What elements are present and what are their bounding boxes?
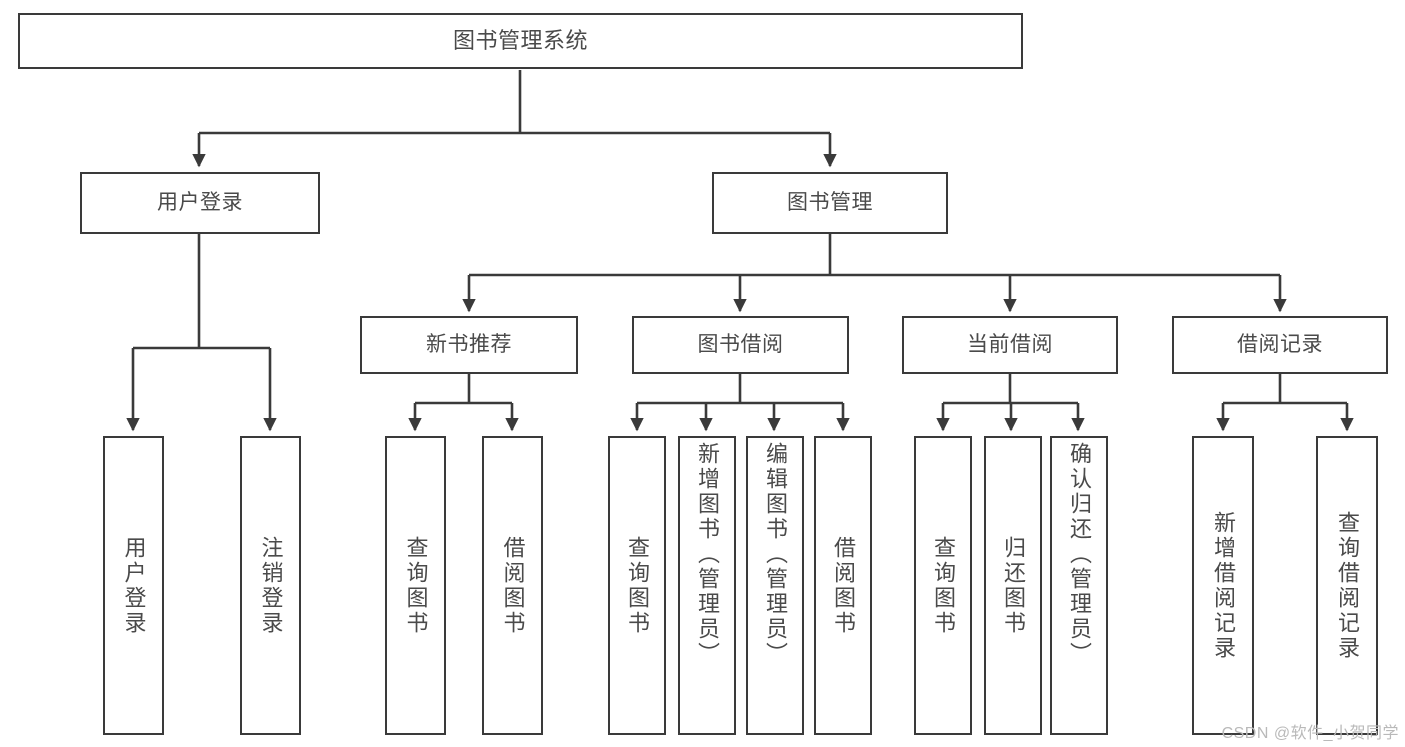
watermark: CSDN @软件_小贺同学	[1221, 725, 1399, 742]
node-leaf-borrow-book-1[interactable]: 借阅图书	[482, 436, 543, 735]
node-leaf-user-login-label: 用户登录	[121, 535, 147, 636]
node-leaf-query-book-1[interactable]: 查询图书	[385, 436, 446, 735]
node-current-borrow-label: 当前借阅	[967, 332, 1053, 356]
node-leaf-return-book[interactable]: 归还图书	[984, 436, 1042, 735]
node-new-book-rec[interactable]: 新书推荐	[360, 316, 578, 374]
node-leaf-query-book-3-label: 查询图书	[931, 535, 956, 636]
node-leaf-edit-book-admin-label: 编辑图书（管理员）	[763, 442, 788, 667]
node-new-book-rec-label: 新书推荐	[426, 332, 512, 356]
node-leaf-query-borrow-record-label: 查询借阅记录	[1335, 510, 1360, 661]
node-root-label: 图书管理系统	[452, 28, 588, 54]
node-leaf-query-borrow-record[interactable]: 查询借阅记录	[1316, 436, 1378, 735]
node-leaf-return-book-label: 归还图书	[1001, 535, 1026, 636]
node-leaf-confirm-return-admin-label: 确认归还（管理员）	[1067, 442, 1092, 667]
node-leaf-edit-book-admin[interactable]: 编辑图书（管理员）	[746, 436, 804, 735]
node-borrow-record-label: 借阅记录	[1237, 332, 1323, 356]
node-leaf-logout-login[interactable]: 注销登录	[240, 436, 301, 735]
node-book-manage-label: 图书管理	[787, 190, 873, 214]
node-leaf-add-book-admin-label: 新增图书（管理员）	[695, 442, 720, 667]
node-leaf-borrow-book-1-label: 借阅图书	[500, 535, 526, 636]
node-leaf-add-borrow-record[interactable]: 新增借阅记录	[1192, 436, 1254, 735]
node-leaf-query-book-1-label: 查询图书	[403, 535, 429, 636]
node-book-borrow[interactable]: 图书借阅	[632, 316, 849, 374]
node-leaf-user-login[interactable]: 用户登录	[103, 436, 164, 735]
node-leaf-query-book-2-label: 查询图书	[625, 535, 650, 636]
node-borrow-record[interactable]: 借阅记录	[1172, 316, 1388, 374]
node-root[interactable]: 图书管理系统	[18, 13, 1023, 69]
node-leaf-borrow-book-2-label: 借阅图书	[831, 535, 856, 636]
node-current-borrow[interactable]: 当前借阅	[902, 316, 1118, 374]
node-leaf-add-borrow-record-label: 新增借阅记录	[1211, 510, 1236, 661]
node-leaf-logout-login-label: 注销登录	[258, 535, 284, 636]
node-leaf-confirm-return-admin[interactable]: 确认归还（管理员）	[1050, 436, 1108, 735]
node-book-manage[interactable]: 图书管理	[712, 172, 948, 234]
node-leaf-query-book-2[interactable]: 查询图书	[608, 436, 666, 735]
node-user-login-label: 用户登录	[157, 190, 243, 214]
node-book-borrow-label: 图书借阅	[697, 332, 784, 356]
node-user-login[interactable]: 用户登录	[80, 172, 320, 234]
node-leaf-borrow-book-2[interactable]: 借阅图书	[814, 436, 872, 735]
node-leaf-query-book-3[interactable]: 查询图书	[914, 436, 972, 735]
node-leaf-add-book-admin[interactable]: 新增图书（管理员）	[678, 436, 736, 735]
